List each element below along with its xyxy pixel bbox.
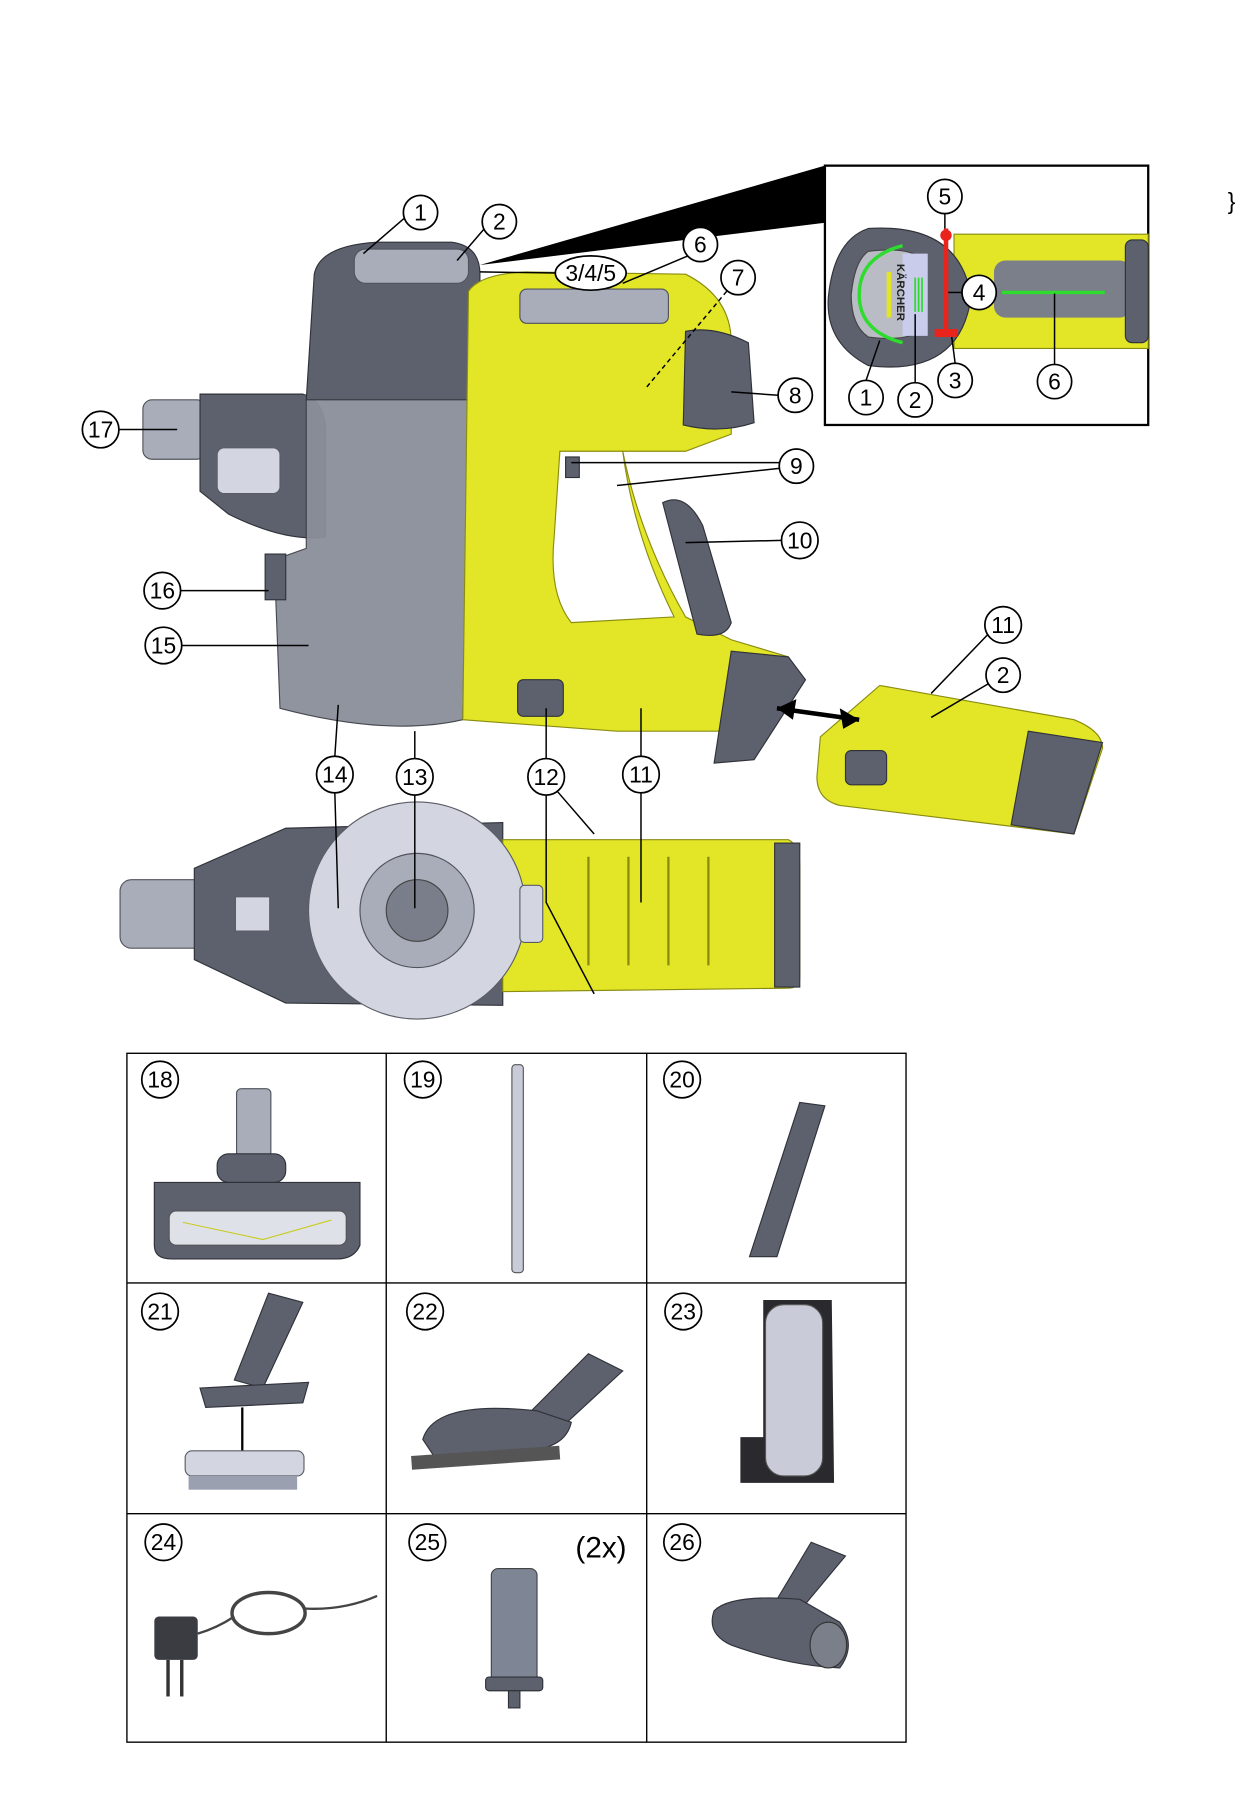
battery-cap	[1010, 730, 1104, 835]
callout-6: 6	[694, 231, 707, 257]
brace-mark: }	[1228, 188, 1236, 214]
wall-bracket-image	[740, 1300, 835, 1483]
callout-8: 8	[789, 382, 802, 408]
connector-bottom	[119, 879, 207, 949]
vacuum-bottom-view	[119, 801, 801, 1020]
callout-14: 14	[322, 762, 348, 788]
floor-nozzle-image	[153, 1088, 361, 1260]
accessory-number-26: 26	[669, 1529, 694, 1555]
callout-11-battery: 11	[991, 612, 1015, 638]
accessory-number-24: 24	[151, 1529, 177, 1555]
callout-1: 1	[414, 199, 427, 225]
battery-button	[844, 749, 888, 786]
callout-7: 7	[732, 265, 745, 291]
callout-2-battery: 2	[997, 662, 1010, 688]
dust-container	[273, 399, 470, 727]
accessory-number-23: 23	[671, 1298, 696, 1324]
extension-tube-image	[511, 1064, 524, 1274]
control-panel-inset: KÄRCHER 5 4 1 2 3 6	[823, 164, 1150, 427]
container-latch	[264, 553, 287, 601]
inset-callout-2: 2	[909, 387, 922, 413]
accessory-number-20: 20	[669, 1067, 694, 1093]
callout-17: 17	[88, 417, 113, 443]
callout-13: 13	[402, 764, 427, 790]
callout-16: 16	[150, 578, 175, 604]
vacuum-main-unit	[142, 241, 807, 764]
inset-callout-4: 4	[973, 279, 986, 305]
release-button	[216, 447, 281, 495]
callout-11: 11	[629, 762, 653, 788]
callout-15: 15	[151, 632, 176, 658]
accessory-number-22: 22	[412, 1298, 437, 1324]
grip	[662, 499, 732, 637]
upholstery-nozzle-image	[184, 1292, 310, 1490]
inset-callout-3: 3	[949, 367, 962, 393]
dusting-brush-image	[411, 1353, 624, 1470]
brand-logo: KÄRCHER	[894, 264, 907, 321]
inset-callout-1: 1	[860, 385, 873, 411]
light-bar	[519, 288, 669, 324]
inset-callout-5: 5	[939, 183, 952, 209]
filter-image	[485, 1567, 544, 1709]
inset-pointer	[479, 165, 825, 266]
mini-turbo-nozzle-image	[711, 1541, 849, 1669]
handle-opening	[552, 450, 676, 624]
filter-quantity: (2x)	[575, 1531, 626, 1564]
callout-12: 12	[533, 764, 558, 790]
handle-bottom	[502, 839, 801, 993]
inset-callout-6: 6	[1048, 369, 1061, 395]
callout-2: 2	[493, 209, 506, 235]
control-panel	[353, 248, 470, 284]
callout-3-4-5: 3/4/5	[565, 260, 616, 286]
battery-end	[713, 650, 807, 764]
main-callouts: 1 2 3/4/5 6 7 8 9 10 11 2 17 16 15 14 13…	[81, 194, 1023, 995]
charger-image	[154, 1590, 378, 1697]
accessory-number-18: 18	[147, 1067, 172, 1093]
accessory-number-21: 21	[147, 1298, 172, 1324]
battery-release	[517, 679, 564, 717]
callout-10: 10	[787, 527, 812, 553]
accessory-number-25: 25	[415, 1529, 440, 1555]
battery-pack	[816, 684, 1104, 835]
trigger	[565, 456, 580, 479]
callout-9: 9	[790, 453, 803, 479]
accessory-number-19: 19	[410, 1067, 435, 1093]
accessory-grid: (2x) 18 19 20 21 22 23 24 25 26	[126, 1052, 907, 1743]
display	[682, 329, 755, 430]
crevice-nozzle-image	[748, 1101, 826, 1258]
